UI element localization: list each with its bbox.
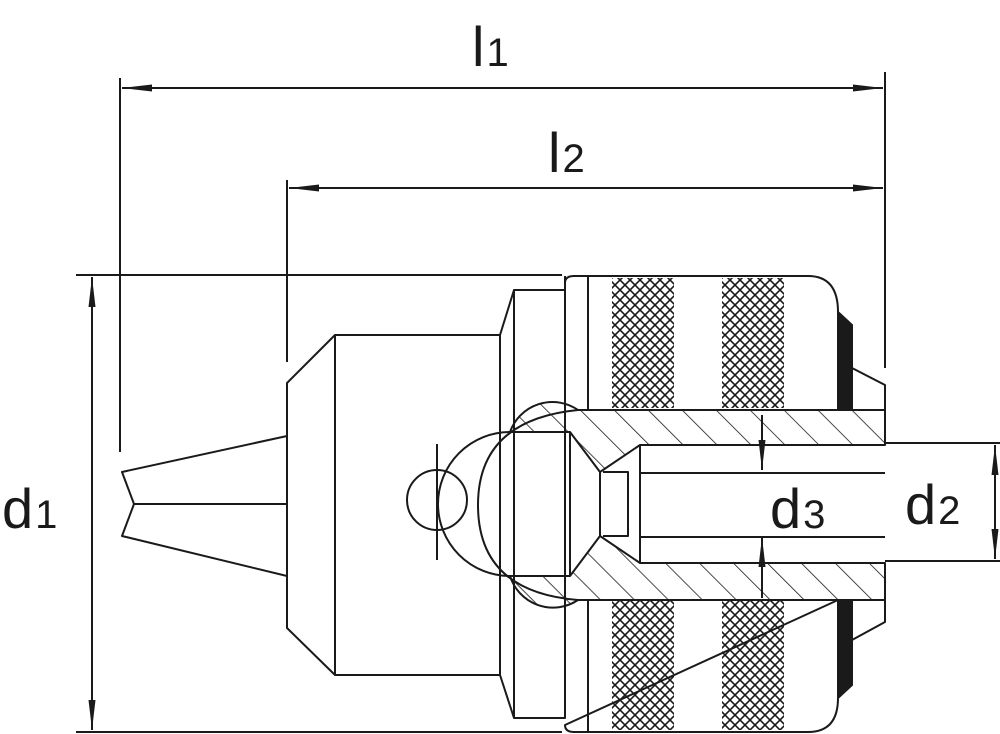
knurled-sleeve xyxy=(564,275,839,733)
knurl-band-1-bottom xyxy=(612,600,674,730)
section-lower xyxy=(509,535,886,609)
label-d3: d3 xyxy=(770,477,825,540)
chuck-back-body xyxy=(286,334,501,676)
chuck-collar xyxy=(499,289,566,719)
label-l2: l2 xyxy=(548,121,585,184)
extension-lines xyxy=(76,72,1000,733)
svg-text:d1: d1 xyxy=(2,477,57,540)
label-d2: d2 xyxy=(905,473,960,536)
svg-text:l2: l2 xyxy=(548,121,585,184)
svg-text:d3: d3 xyxy=(770,477,825,540)
svg-text:l1: l1 xyxy=(472,15,509,78)
label-d1: d1 xyxy=(2,477,57,540)
spindle-section xyxy=(437,401,886,609)
section-upper xyxy=(509,401,886,473)
front-ring xyxy=(837,311,886,699)
knurl-band-2-top xyxy=(722,278,784,408)
knurl-band-1-top xyxy=(612,278,674,408)
knurl-band-2-bottom xyxy=(722,600,784,730)
svg-text:d2: d2 xyxy=(905,473,960,536)
label-l1: l1 xyxy=(472,15,509,78)
taper-arbor xyxy=(121,435,288,577)
